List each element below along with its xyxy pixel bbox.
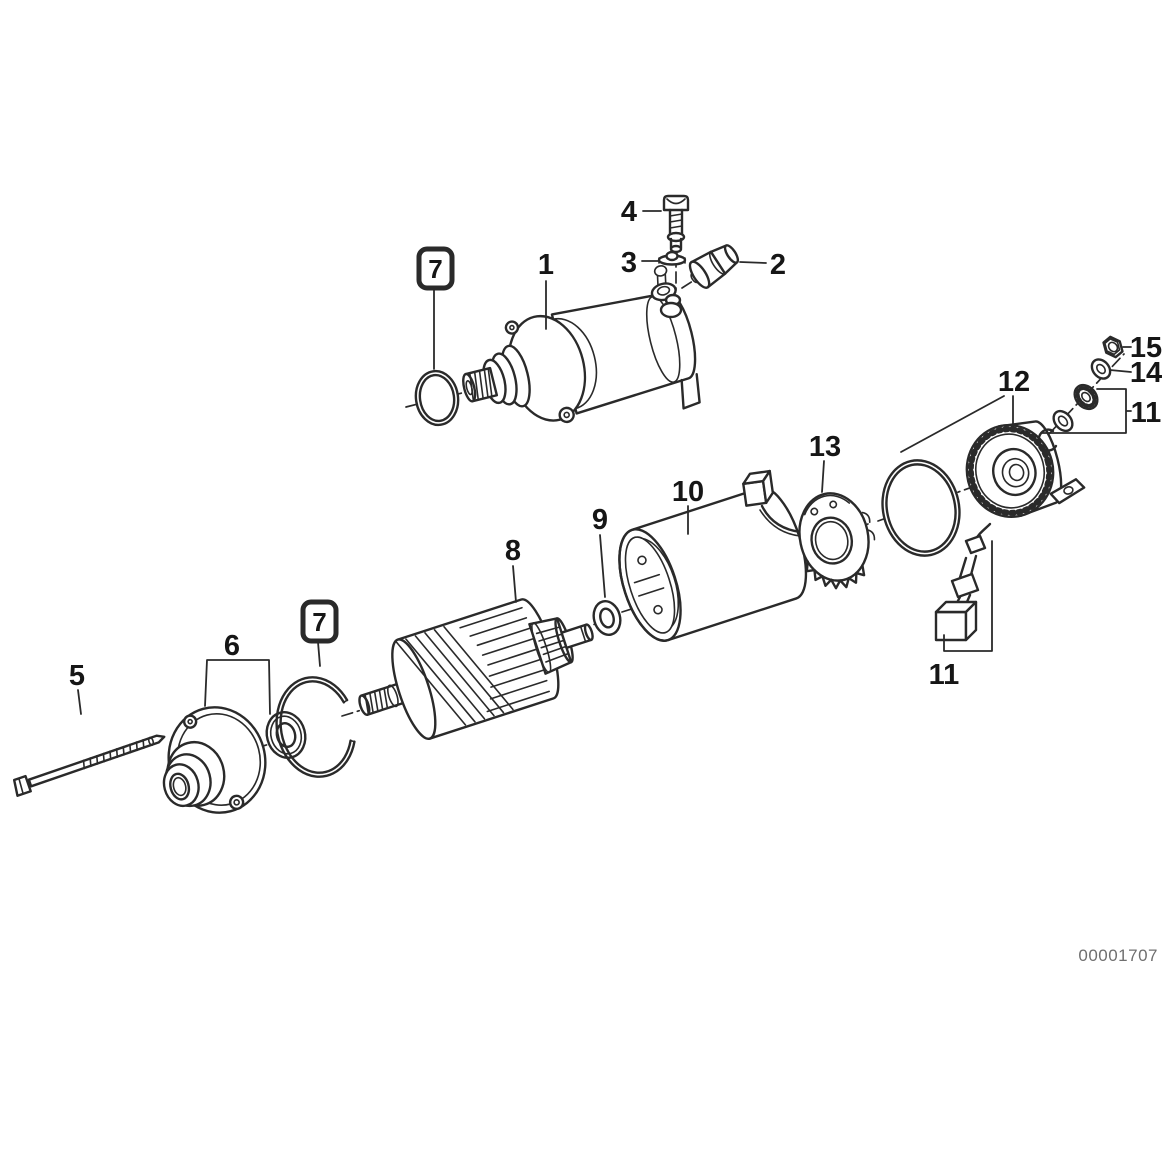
callout-11-bottom[interactable]: 11 [929,659,960,691]
part-5-through-bolt [12,734,166,797]
callout-8[interactable]: 8 [505,535,521,567]
part-10-field-housing [618,486,808,642]
highlighted-callout-7-rear[interactable]: 7 [300,599,339,644]
part-7-ring-rear [275,676,356,778]
part-14-washer [1090,358,1112,380]
part-9-washer [592,600,622,636]
highlight-box-7-front[interactable] [416,246,455,291]
part-11-c-clip [1037,428,1058,452]
leader-lines [77,210,1132,715]
part-6-end-cover [162,706,267,814]
part-6-bearing-washer [265,711,307,759]
part-4-terminal-screw [662,194,690,254]
part-13-brush-lead [759,504,803,537]
callout-1[interactable]: 1 [538,249,554,281]
callout-10[interactable]: 10 [672,476,704,508]
callout-13[interactable]: 13 [809,431,841,463]
callout-4[interactable]: 4 [621,196,637,228]
part-11-insulator-bushing [1073,383,1099,411]
part-2-terminal-plug [688,244,740,289]
part-11-washer-small [1052,409,1074,433]
callout-6[interactable]: 6 [224,630,240,662]
diagram-number: 00001707 [1078,946,1158,965]
part-12-o-ring [881,459,961,557]
part-15-nut [1102,335,1124,359]
part-3-flange-nut [657,250,687,266]
callout-2[interactable]: 2 [770,249,786,281]
part-11-brush-assembly [934,522,992,642]
callout-11-right[interactable]: 11 [1131,397,1162,429]
part-12-end-cap [965,420,1086,519]
part-1-starter-motor [462,265,701,424]
callout-7-front[interactable]: 7 [428,254,442,284]
callout-12[interactable]: 12 [998,366,1030,398]
callout-15[interactable]: 15 [1130,332,1162,364]
callout-3[interactable]: 3 [621,247,637,279]
callout-5[interactable]: 5 [69,660,85,692]
part-8-armature [358,598,594,740]
part-1-terminal-stud [659,293,683,319]
callout-7-rear[interactable]: 7 [312,607,326,637]
part-13-brush-plate [798,492,876,590]
part-7-ring-front [414,369,460,427]
callout-labels: 1 2 3 4 5 6 8 9 10 11 11 12 13 14 15 [69,196,1162,692]
highlighted-callout-7-front[interactable]: 7 [416,246,455,291]
highlight-box-7-rear[interactable] [300,599,339,644]
part-13-brush-cube [742,469,775,507]
callout-9[interactable]: 9 [592,504,608,536]
callout-14[interactable]: 14 [1130,357,1162,389]
